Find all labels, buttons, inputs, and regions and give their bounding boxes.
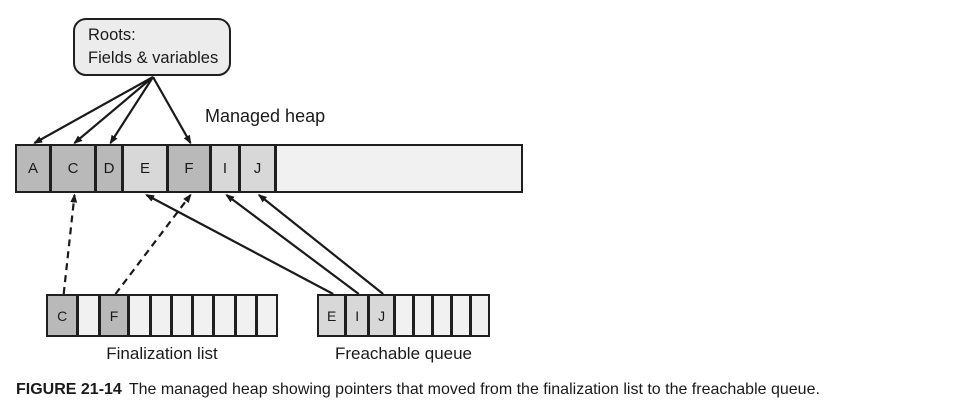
finalization-cell-C: C: [48, 296, 80, 335]
heap-cell-label: A: [27, 160, 38, 177]
freachable-cell-empty-6: [453, 296, 473, 335]
arrow-roots-to-heap-C: [73, 76, 154, 144]
arrow-roots-to-heap-D: [109, 76, 154, 145]
heap-cell-label: D: [103, 160, 115, 177]
arrow-freachable_queue-E-to-heap-E: [145, 194, 334, 295]
heap-cell-label: C: [67, 160, 79, 177]
finalization-cell-empty-8: [236, 296, 258, 335]
heap-cell-E: E: [124, 146, 169, 191]
figure-caption: FIGURE 21-14 The managed heap showing poi…: [16, 381, 946, 399]
freachable-cell-label: I: [355, 307, 360, 324]
heap-cell-label: E: [139, 160, 150, 177]
freachable-cell-label: J: [378, 307, 386, 324]
figure-number: FIGURE 21-14: [16, 381, 122, 398]
finalization-cell-empty-3: [130, 296, 152, 335]
heap-cell-label: I: [222, 160, 228, 177]
finalization-cell-label: C: [57, 307, 68, 324]
freachable-cell-empty-7: [472, 296, 488, 335]
arrow-freachable_queue-I-to-heap-I: [225, 194, 360, 295]
heap-cell-A: A: [17, 146, 52, 191]
arrow-finalization_list-C-to-heap-C: [62, 193, 78, 295]
finalization-cell-label: F: [109, 307, 119, 324]
roots-box-line1: Roots:: [88, 26, 136, 45]
finalization-cell-F: F: [100, 296, 131, 335]
freachable-queue-label: Freachable queue: [334, 344, 473, 363]
heap-free-space: [277, 146, 521, 191]
arrow-freachable_queue-J-to-heap-J: [257, 194, 384, 295]
freachable-cell-J: J: [370, 296, 397, 335]
arrow-roots-to-heap-F: [152, 76, 192, 145]
heap-cell-J: J: [241, 146, 277, 191]
finalization-cell-empty-7: [215, 296, 237, 335]
heap-cell-label: J: [253, 160, 262, 177]
heap-cell-label: F: [184, 160, 194, 177]
finalization-cell-empty-5: [172, 296, 195, 335]
arrow-finalization_list-F-to-heap-F: [114, 193, 192, 295]
freachable-cell-I: I: [347, 296, 371, 335]
finalization-cell-empty-4: [151, 296, 173, 335]
roots-box: Roots: Fields & variables: [73, 18, 231, 76]
heap-cell-C: C: [52, 146, 97, 191]
figure-caption-text: The managed heap showing pointers that m…: [128, 381, 820, 398]
heap-cell-I: I: [212, 146, 241, 191]
arrow-roots-to-heap-A: [33, 76, 154, 144]
managed-heap-label: Managed heap: [205, 106, 326, 126]
finalization-cell-empty-9: [257, 296, 277, 335]
finalization-list-label: Finalization list: [106, 344, 218, 363]
freachable-cell-E: E: [319, 296, 348, 335]
freachable-cell-label: E: [326, 307, 337, 324]
finalization-cell-empty-1: [79, 296, 101, 335]
finalization-cell-empty-6: [194, 296, 216, 335]
heap-cell-F: F: [169, 146, 212, 191]
heap-cell-D: D: [97, 146, 124, 191]
freachable-cell-empty-3: [396, 296, 416, 335]
freachable-cell-empty-4: [415, 296, 435, 335]
roots-box-line2: Fields & variables: [88, 49, 219, 67]
freachable-cell-empty-5: [434, 296, 454, 335]
